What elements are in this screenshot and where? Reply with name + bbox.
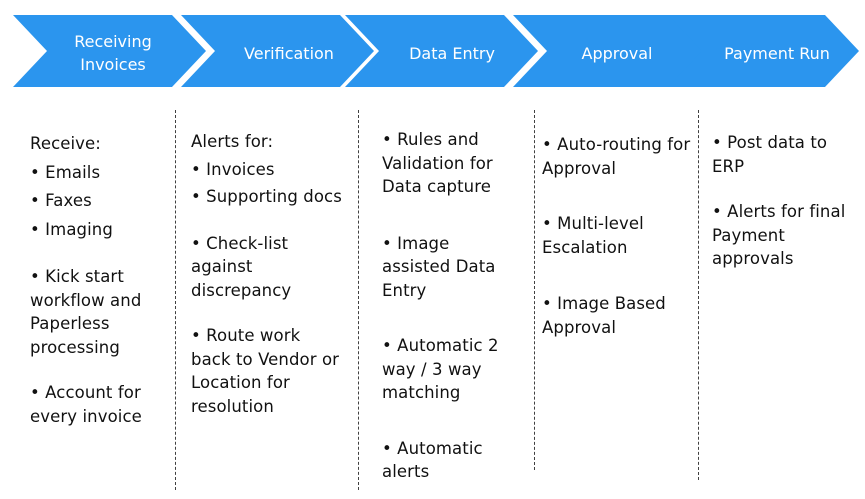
list-item-line: Validation for (382, 153, 493, 173)
list-item-line: resolution (191, 396, 274, 416)
list-item-line: Receive: (30, 134, 101, 153)
list-item: • Multi-level Escalation (542, 212, 697, 259)
list-item: • Invoices (191, 158, 356, 182)
list-item: • Faxes (30, 189, 172, 213)
list-item-line: • Automatic 2 (382, 336, 499, 355)
list-item-line: • Invoices (191, 159, 275, 179)
stage-label-line: Payment Run (724, 44, 830, 63)
list-item: • Supporting docs (191, 185, 356, 209)
column-divider (698, 110, 699, 480)
list-item-line: • Rules and (382, 130, 479, 149)
list-item-line: • Imaging (30, 219, 113, 239)
list-item: • Auto-routing for Approval (542, 133, 697, 180)
column-receiving-invoices: Receive: • Emails • Faxes • Imaging • Ki… (30, 128, 172, 428)
list-item: • Post data to ERP (712, 131, 862, 178)
list-item: • Imaging (30, 218, 172, 242)
list-item: • Automatic alerts (382, 437, 532, 484)
stage-label-approval: Approval (547, 42, 687, 65)
list-item-line: • Emails (30, 162, 101, 182)
list-item: • Alerts for final Payment approvals (712, 200, 862, 271)
list-item-line: • Image (382, 233, 450, 253)
list-item-line: • Kick start (30, 267, 124, 286)
chevron-receiving-invoices (13, 15, 206, 87)
column-divider (534, 110, 535, 470)
list-item-line: matching (382, 383, 461, 402)
chevron-verification (181, 15, 374, 87)
list-item-line: processing (30, 337, 120, 357)
chevron-data-entry (345, 15, 538, 87)
list-item: • Route work back to Vendor or Location … (191, 324, 356, 418)
list-item-line: workflow and (30, 290, 142, 310)
list-item-line: ERP (712, 156, 745, 176)
column-approval: • Auto-routing for Approval • Multi-leve… (542, 128, 697, 339)
column-verification: Alerts for: • Invoices • Supporting docs… (191, 128, 356, 418)
list-item-line: assisted Data (382, 257, 496, 276)
stage-label-line: Receiving (74, 32, 152, 51)
list-item-line: • Account for (30, 383, 141, 402)
list-item-line: Alerts for: (191, 132, 274, 151)
stage-label-line: Data Entry (409, 44, 495, 63)
list-item: • Rules and Validation for Data capture (382, 128, 532, 199)
list-item-line: Location for (191, 373, 290, 392)
chevron-payment-run (668, 15, 859, 87)
list-item-line: approvals (712, 249, 794, 268)
list-item-line: • Check-list (191, 233, 289, 253)
list-item-line: every invoice (30, 406, 142, 426)
list-item-line: • Supporting docs (191, 187, 342, 206)
list-item-line: • Auto-routing for (542, 135, 691, 154)
stage-label-line: Invoices (80, 55, 146, 74)
list-item-line: discrepancy (191, 280, 292, 300)
list-item-line: • Alerts for final (712, 202, 846, 221)
list-item: Alerts for: (191, 130, 356, 154)
list-item: • Image assisted Data Entry (382, 232, 532, 303)
list-item-line: • Automatic (382, 438, 483, 458)
list-item-line: way / 3 way (382, 359, 482, 379)
stage-label-line: Approval (581, 44, 653, 63)
list-item-line: • Faxes (30, 191, 92, 210)
list-item-line: • Post data to (712, 133, 828, 152)
list-item-line: back to Vendor or (191, 349, 340, 369)
list-item-line: Paperless (30, 314, 110, 333)
list-item: • Account for every invoice (30, 381, 172, 428)
list-item: • Emails (30, 161, 172, 185)
list-item-line: against (191, 257, 253, 276)
list-item-line: Approval (542, 158, 617, 178)
list-item: • Image Based Approval (542, 292, 697, 339)
list-item-line: Approval (542, 317, 617, 337)
chevron-approval (513, 15, 706, 87)
stage-label-verification: Verification (215, 42, 363, 65)
list-item-line: alerts (382, 462, 430, 481)
stage-label-line: Verification (244, 44, 334, 63)
column-divider (175, 110, 176, 490)
list-item-line: • Route work (191, 326, 301, 345)
list-item: • Automatic 2 way / 3 way matching (382, 334, 532, 405)
list-item-line: Entry (382, 280, 427, 300)
list-item-line: Escalation (542, 237, 628, 257)
process-flow-chevrons (13, 15, 859, 87)
list-item: • Check-list against discrepancy (191, 232, 356, 303)
stage-label-payment-run: Payment Run (702, 42, 852, 65)
stage-label-data-entry: Data Entry (379, 42, 525, 65)
list-item-line: • Multi-level (542, 214, 644, 233)
list-item: • Kick start workflow and Paperless proc… (30, 265, 172, 359)
stage-label-receiving-invoices: Receiving Invoices (47, 30, 179, 76)
column-payment-run: • Post data to ERP • Alerts for final Pa… (712, 128, 862, 271)
list-item-line: • Image Based (542, 294, 666, 313)
column-divider (358, 110, 359, 490)
list-item: Receive: (30, 132, 172, 156)
column-data-entry: • Rules and Validation for Data capture … (382, 128, 532, 484)
list-item-line: Payment (712, 225, 785, 245)
list-item-line: Data capture (382, 177, 491, 196)
